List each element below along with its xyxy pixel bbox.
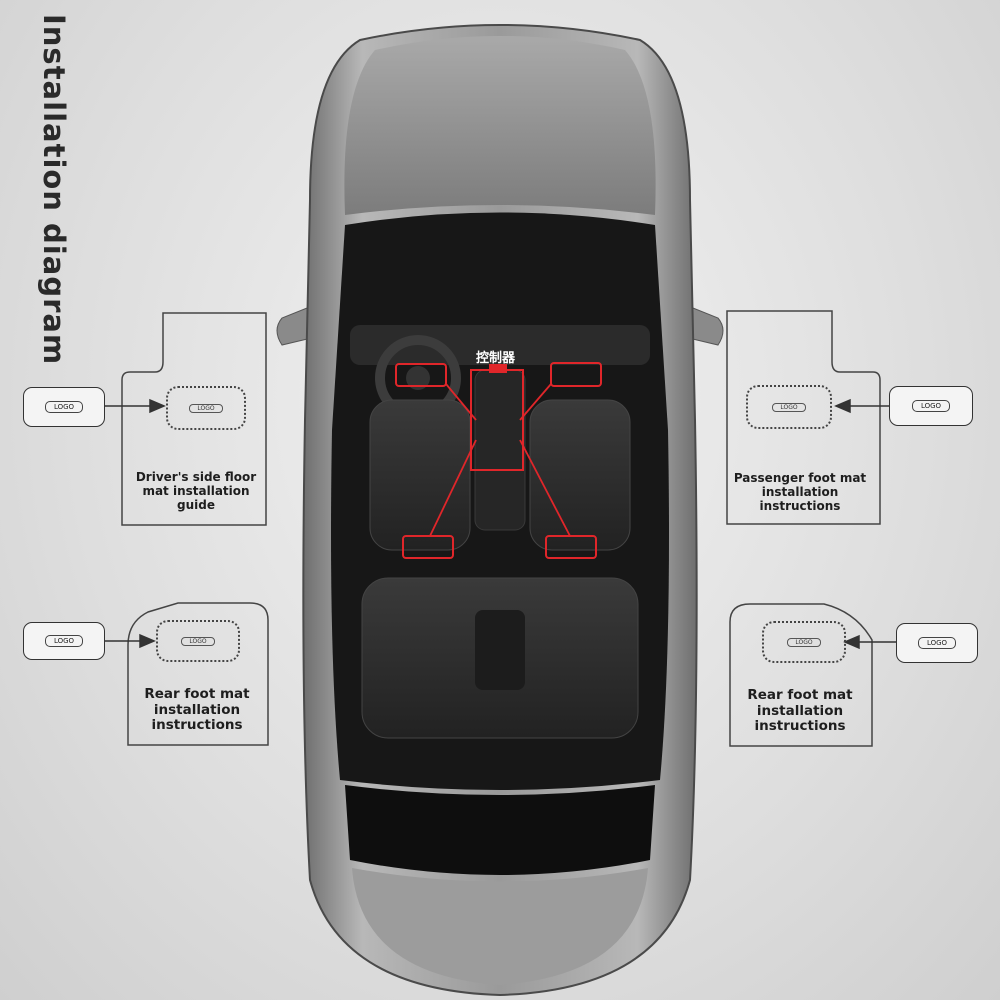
install-point-front-left xyxy=(395,363,447,387)
rear-left-mat-outline xyxy=(127,602,269,746)
wires xyxy=(429,383,571,537)
arrows xyxy=(104,398,896,650)
rear-right-mat-label: Rear foot mat installation instructions xyxy=(731,687,869,735)
logo-text: LOGO xyxy=(917,637,957,649)
rear-left-mat-label: Rear foot mat installation instructions xyxy=(128,686,266,734)
car-rear-deck xyxy=(345,785,655,875)
logo-tag-passenger: LOGO xyxy=(889,386,973,426)
install-point-rear-left xyxy=(402,535,454,559)
label-line: guide xyxy=(177,497,215,512)
logo-tag-driver: LOGO xyxy=(23,387,105,427)
car-hood xyxy=(344,36,656,215)
logo-text: LOGO xyxy=(181,636,215,646)
driver-mat-outline xyxy=(121,312,267,526)
driver-mat-label: Driver's side floor mat installation gui… xyxy=(128,470,264,512)
controller-box xyxy=(470,369,524,471)
logo-text: LOGO xyxy=(44,635,84,647)
passenger-mat-label: Passenger foot mat installation instruct… xyxy=(730,471,870,513)
front-left-seat xyxy=(369,399,471,551)
logo-text: LOGO xyxy=(911,400,951,412)
logo-tag-rear-left: LOGO xyxy=(23,622,105,660)
label-line: Passenger foot mat xyxy=(733,471,867,485)
rear-right-mat-outline xyxy=(729,603,873,747)
label-line: instructions xyxy=(759,498,841,513)
car-trunk xyxy=(352,868,648,985)
logo-text: LOGO xyxy=(772,402,806,412)
center-console xyxy=(474,369,526,531)
logo-placement-passenger: LOGO xyxy=(746,385,832,429)
label-line: installation xyxy=(153,701,241,718)
front-right-seat xyxy=(529,399,631,551)
logo-text: LOGO xyxy=(189,403,223,413)
label-line: mat installation xyxy=(142,483,250,498)
install-point-front-right xyxy=(550,362,602,387)
label-line: instructions xyxy=(754,718,846,735)
controller-marker xyxy=(489,364,507,373)
logo-tag-rear-right: LOGO xyxy=(896,623,978,663)
rear-armrest xyxy=(475,610,525,690)
label-line: Rear foot mat xyxy=(144,686,250,702)
label-line: installation xyxy=(756,702,844,719)
label-line: installation xyxy=(761,484,839,499)
label-line: Rear foot mat xyxy=(747,687,853,703)
logo-text: LOGO xyxy=(44,401,84,413)
passenger-mat-outline xyxy=(726,310,881,525)
dashboard xyxy=(350,325,650,365)
label-line: Driver's side floor xyxy=(135,470,257,484)
logo-placement-driver: LOGO xyxy=(166,386,246,430)
logo-text: LOGO xyxy=(787,637,821,647)
logo-placement-rear-left: LOGO xyxy=(156,620,240,662)
logo-placement-rear-right: LOGO xyxy=(762,621,846,663)
controller-label: 控制器 xyxy=(476,351,516,366)
install-point-rear-right xyxy=(545,535,597,559)
label-line: instructions xyxy=(151,717,243,734)
